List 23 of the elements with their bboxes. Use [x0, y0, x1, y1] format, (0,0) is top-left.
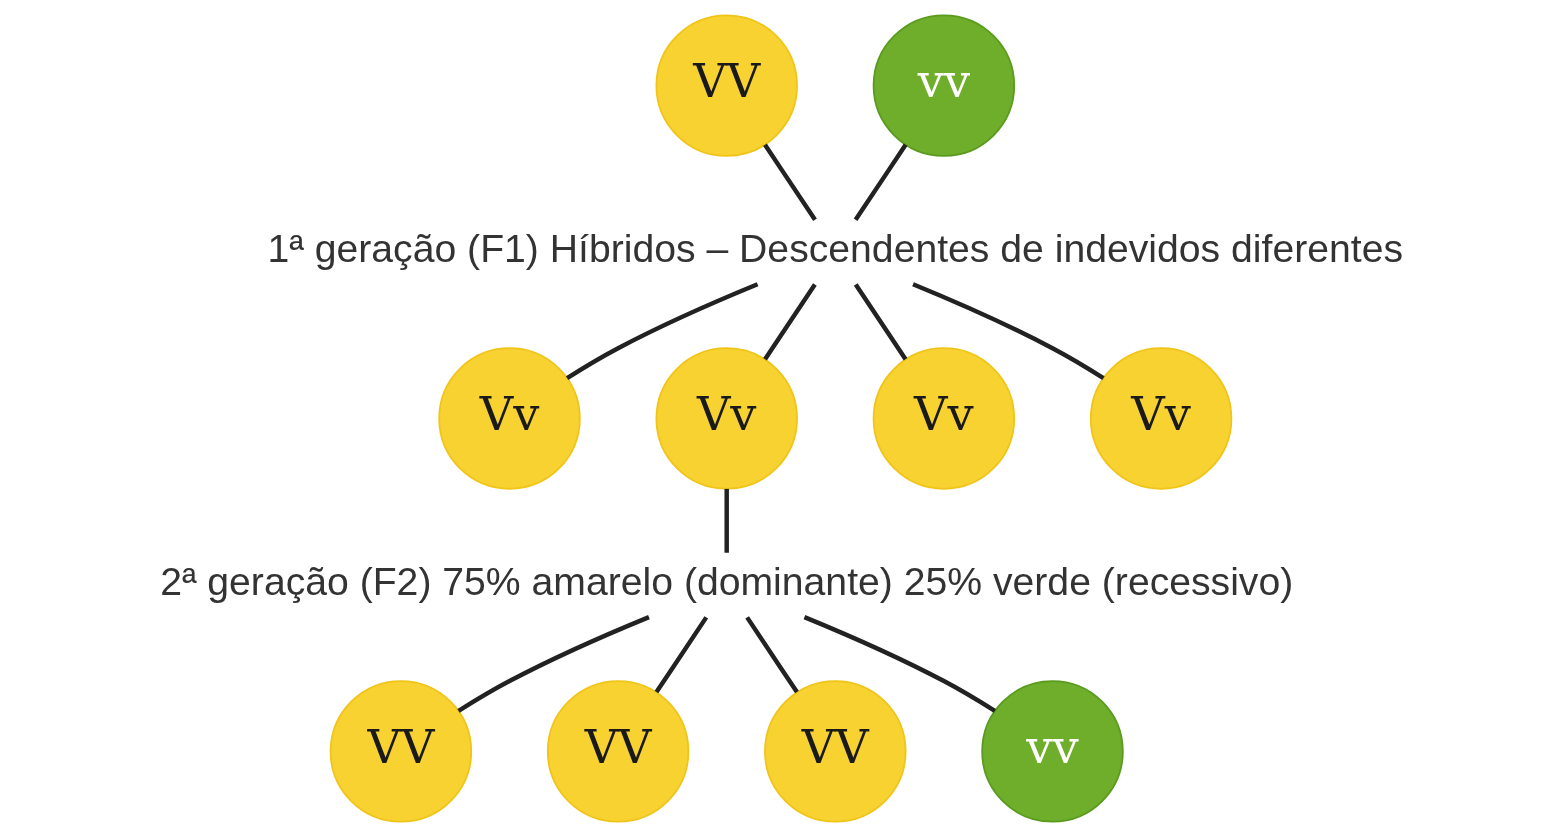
node-circle: Vv — [438, 347, 581, 490]
node-circle: Vv — [655, 347, 798, 490]
connector — [763, 143, 817, 222]
connector — [457, 615, 650, 713]
connector — [654, 616, 709, 694]
node-circle: VV — [764, 680, 907, 823]
node-circle: VV — [546, 680, 690, 823]
node-circle: vv — [981, 680, 1124, 823]
connector — [912, 282, 1105, 380]
connector — [745, 616, 799, 694]
connector — [803, 615, 997, 713]
connector — [853, 143, 908, 222]
connector — [853, 283, 908, 361]
connector — [763, 283, 817, 361]
node-text: 1ª geração (F1) Híbridos – Descendentes de indevidos diferentes — [267, 227, 1404, 271]
connector — [724, 488, 729, 553]
node-text: 2ª geração (F2) 75% amarelo (dominante) 25% verde (recessivo) — [160, 559, 1294, 603]
node-circle: Vv — [1089, 347, 1233, 490]
node-circle: VV — [655, 14, 798, 157]
node-circle: VV — [329, 680, 473, 823]
connector — [565, 282, 759, 380]
node-circle: vv — [872, 14, 1016, 157]
node-circle: Vv — [872, 347, 1016, 490]
